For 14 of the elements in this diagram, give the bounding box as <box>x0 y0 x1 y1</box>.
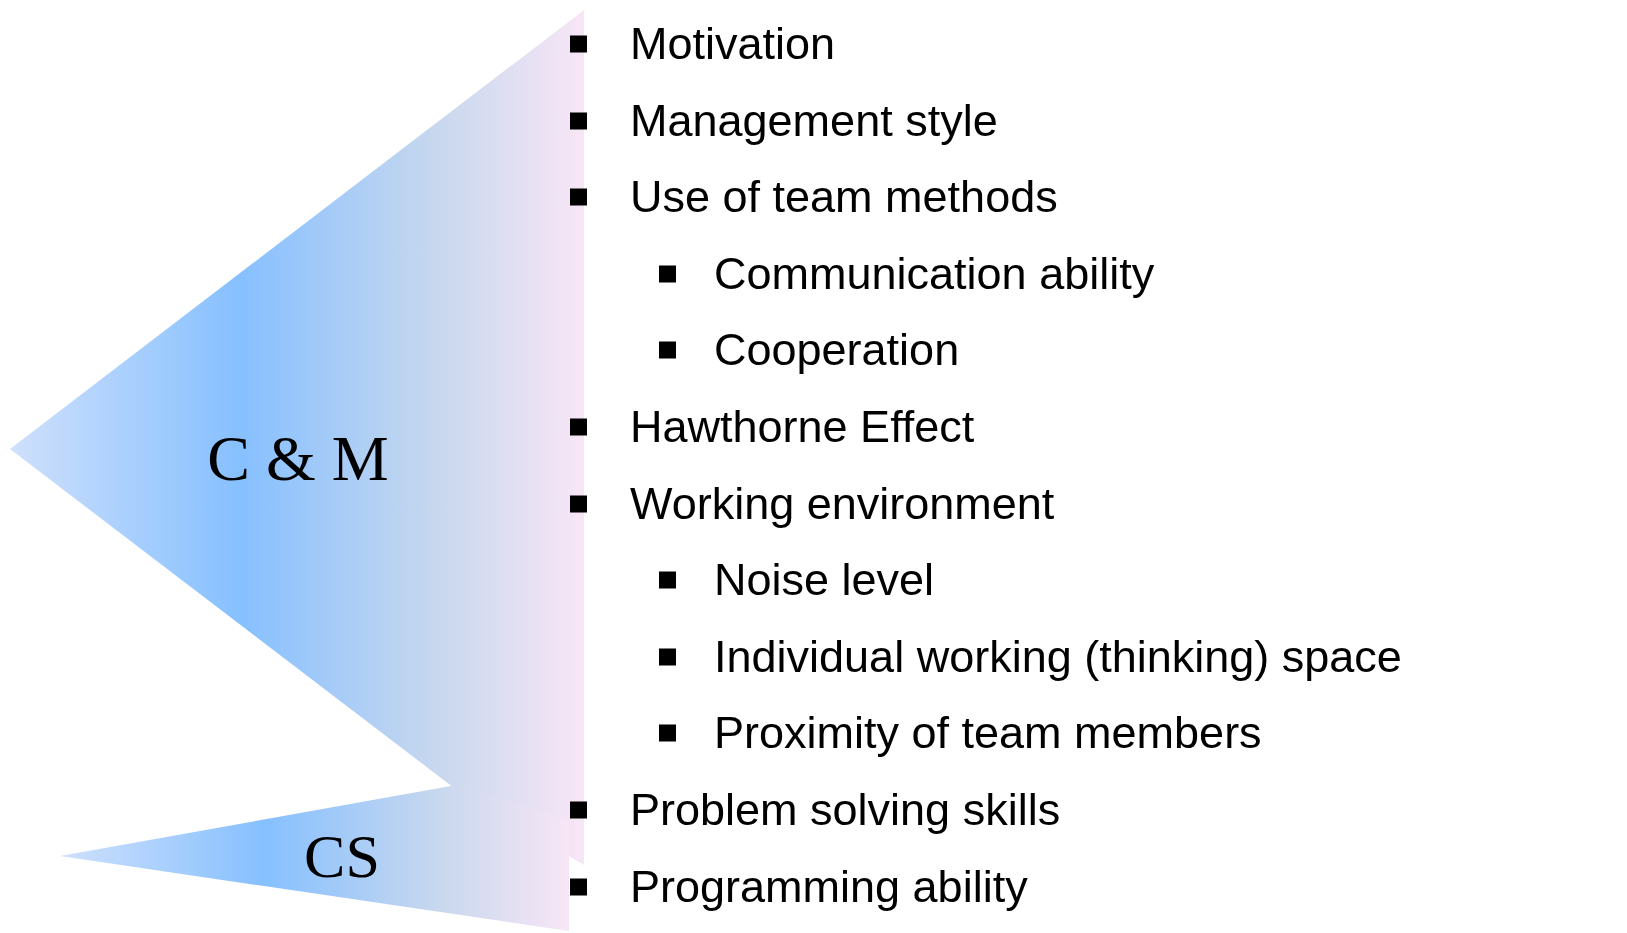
group-label: CS <box>304 820 380 892</box>
list-item: Proximity of team members <box>714 707 1262 760</box>
list-item: Use of team methods <box>630 171 1058 224</box>
list-item: Problem solving skills <box>630 784 1061 836</box>
list-item: Individual working (thinking) space <box>714 630 1402 683</box>
list-item: Management style <box>630 94 998 147</box>
list-item: Noise level <box>714 554 935 607</box>
list-item: Cooperation <box>714 324 960 377</box>
list-item: Working environment <box>630 477 1055 530</box>
list-item: Communication ability <box>714 247 1155 300</box>
group-label: C & M <box>207 422 389 496</box>
list-item: Programming ability <box>630 860 1028 913</box>
list-item: Hawthorne Effect <box>630 401 975 453</box>
list-item: Motivation <box>630 18 836 70</box>
